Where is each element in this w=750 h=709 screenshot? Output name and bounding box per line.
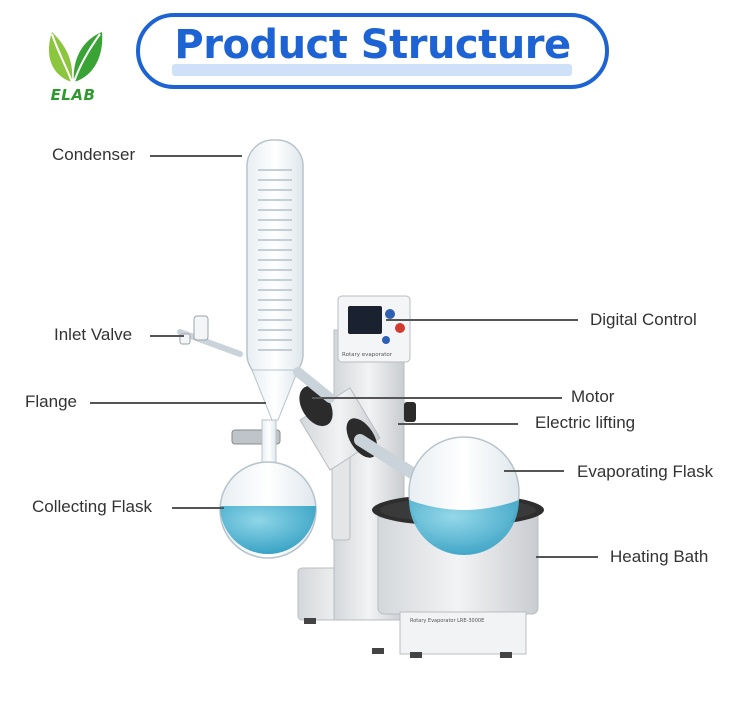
label-digital-control: Digital Control	[590, 310, 697, 329]
page-title: Product Structure	[174, 22, 571, 68]
evaporating-flask-leader	[504, 470, 564, 472]
panel-label: Rotary evaporator	[342, 352, 393, 358]
bath-plate-label: Rotary Evaporator LRE-3000E	[410, 618, 484, 624]
label-electric-lifting: Electric lifting	[535, 413, 636, 432]
label-collecting-flask: Collecting Flask	[32, 497, 152, 516]
digital-control-leader	[386, 319, 578, 321]
leaf-logo-icon	[48, 32, 103, 83]
condenser-leader	[150, 155, 242, 157]
collecting-flask	[219, 419, 317, 559]
lifting-knob	[404, 402, 416, 422]
collecting-flask-leader	[172, 507, 224, 509]
title-banner	[136, 13, 609, 89]
label-evaporating-flask: Evaporating Flask	[577, 462, 714, 481]
brand-name: ELAB	[50, 86, 96, 104]
digital-control-panel: Rotary evaporator	[337, 295, 411, 363]
motor-leader	[312, 397, 562, 399]
condenser	[246, 139, 335, 421]
brand-logo: ELAB	[38, 26, 108, 112]
inlet-valve-leader	[150, 335, 184, 337]
heating-bath-leader	[536, 556, 598, 558]
inlet-valve	[177, 315, 243, 357]
label-flange: Flange	[25, 392, 77, 411]
label-motor: Motor	[571, 387, 615, 406]
electric-lifting-leader	[398, 423, 518, 425]
label-condenser: Condenser	[52, 145, 136, 164]
label-inlet-valve: Inlet Valve	[54, 325, 133, 344]
evaporating-flask	[354, 434, 520, 555]
label-heating-bath: Heating Bath	[610, 547, 709, 566]
title-highlight	[172, 64, 572, 76]
flange-leader	[90, 402, 266, 404]
